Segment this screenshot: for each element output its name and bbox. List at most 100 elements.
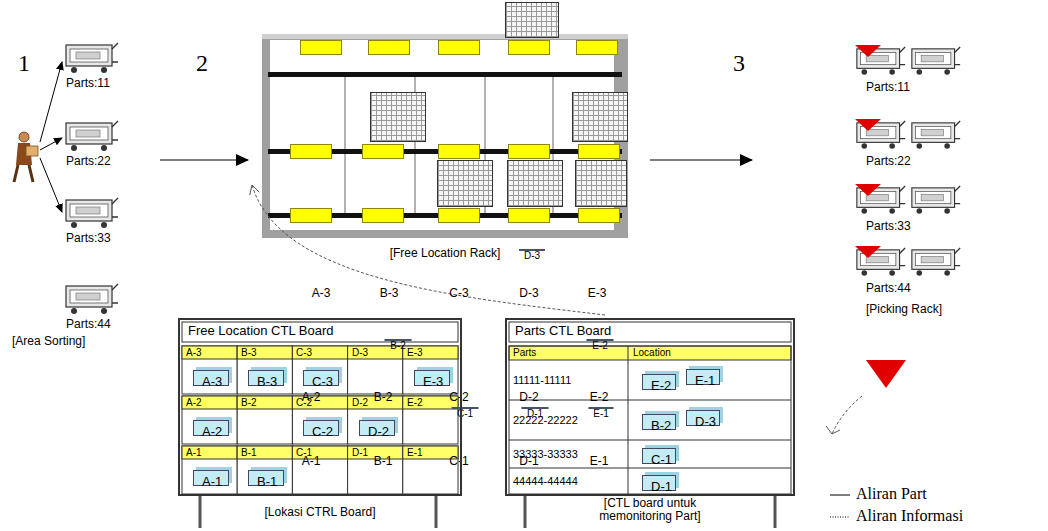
part-label: Parts:11 xyxy=(866,80,910,94)
grid-cell xyxy=(182,446,237,494)
cage-pallet: C-1 xyxy=(437,160,493,207)
location-tag: C-2 xyxy=(438,144,480,159)
node-label: B-3 xyxy=(369,287,409,300)
table-cell: E-2 xyxy=(407,397,423,409)
callout-number: 3 xyxy=(733,50,745,76)
kanban-card: D-3 xyxy=(686,410,720,426)
board-title: Parts CTL Board xyxy=(515,323,611,339)
node-label: D-1 xyxy=(651,479,672,495)
node-label: C-2 xyxy=(312,424,333,440)
board-title: Free Location CTL Board xyxy=(188,323,333,339)
node-label: A-3 xyxy=(202,374,222,390)
kanban-card: E-2 xyxy=(642,374,676,390)
worker-figure xyxy=(14,132,38,182)
part-label: Parts:33 xyxy=(66,231,111,245)
legend-text: Aliran Part xyxy=(856,485,927,503)
grid-cell-header xyxy=(182,446,237,459)
part-label: Parts:11 xyxy=(66,76,110,90)
grid-cell-header xyxy=(237,346,292,359)
board-caption: [Lokasi CTRL Board] xyxy=(180,506,460,519)
cage-pallet: D-1 xyxy=(507,160,563,207)
table-cell: C-1 xyxy=(296,447,312,459)
kanban-card: A-1 xyxy=(193,470,229,486)
grid-cell xyxy=(348,346,403,394)
location-tag: E-2 xyxy=(578,144,620,159)
location-tag: B-2 xyxy=(362,144,404,159)
node-label: E-3 xyxy=(577,287,617,300)
kanban-card: E-1 xyxy=(686,369,720,385)
rack-frame xyxy=(262,34,628,238)
node-label: C-1 xyxy=(439,455,479,468)
table-cell: A-3 xyxy=(186,347,202,359)
table-cell: A-1 xyxy=(186,447,202,459)
kanban-card: A-3 xyxy=(193,370,229,386)
node-label: B-2 xyxy=(363,391,403,404)
info-flow-line xyxy=(832,396,862,434)
kanban-card: C-1 xyxy=(642,448,676,464)
node-label: D-2 xyxy=(509,391,549,404)
node-label: C-1 xyxy=(651,452,672,468)
node-label: E-2 xyxy=(587,339,614,341)
table-cell: D-1 xyxy=(352,447,368,459)
kanban-card: B-3 xyxy=(248,370,284,386)
grid-cell-header xyxy=(348,346,403,359)
node-label: C-1 xyxy=(452,407,479,409)
node-label: D-1 xyxy=(522,407,549,409)
grid-cell xyxy=(403,346,458,394)
kanban-card: C-2 xyxy=(303,420,339,436)
node-label: B-3 xyxy=(257,374,277,390)
part-label: Parts:22 xyxy=(66,154,111,168)
table-cell: 11111-11111 xyxy=(513,374,571,387)
node-label: B-1 xyxy=(257,474,277,490)
location-tag: C-1 xyxy=(438,208,480,223)
location-tag: B-3 xyxy=(368,40,410,55)
location-tag: D-3 xyxy=(508,40,550,55)
table-cell: B-1 xyxy=(241,447,257,459)
part-flow-arrow xyxy=(160,159,248,160)
node-label: E-1 xyxy=(695,373,715,389)
node-label: D-3 xyxy=(509,287,549,300)
board-frame xyxy=(178,318,795,528)
table-cell: C-3 xyxy=(296,347,312,359)
part-label: Parts:33 xyxy=(866,219,911,233)
node-label: E-3 xyxy=(423,374,443,390)
part-label: [Area Sorting] xyxy=(12,334,85,348)
node-label: E-2 xyxy=(651,378,671,394)
node-label: D-3 xyxy=(695,414,716,430)
node-label: D-2 xyxy=(368,424,389,440)
node-label: C-2 xyxy=(439,391,479,404)
grid-cell-header xyxy=(403,346,458,359)
table-cell: Location xyxy=(633,347,671,359)
callout-number: 1 xyxy=(18,50,30,76)
node-label: B-2 xyxy=(385,339,412,341)
part-flow-arrow xyxy=(650,159,752,160)
info-flow-head xyxy=(826,426,840,434)
grid-cell xyxy=(182,396,237,444)
grid-cell xyxy=(292,346,347,394)
cage-pallet: E-1 xyxy=(575,160,627,207)
connector-head xyxy=(250,185,260,195)
part-label: Parts:44 xyxy=(866,281,911,295)
node-label: E-1 xyxy=(589,407,614,409)
board-caption: [CTL board untuk memonitoring Part] xyxy=(585,497,715,523)
grid-cell xyxy=(182,346,237,394)
grid-cell-header xyxy=(237,446,292,459)
node-label: B-1 xyxy=(363,455,403,468)
kanban-card: D-1 xyxy=(642,475,676,491)
kanban-card: A-2 xyxy=(193,420,229,436)
table-cell: 33333-33333 xyxy=(513,448,578,461)
callout-number: 2 xyxy=(196,50,208,76)
part-label: Parts:22 xyxy=(866,154,911,168)
node-label: C-3 xyxy=(312,374,333,390)
location-tag: D-2 xyxy=(508,144,550,159)
table-cell: Parts xyxy=(513,347,536,359)
table-cell: E-1 xyxy=(407,447,423,459)
grid-cell xyxy=(348,446,403,494)
location-tag: D-1 xyxy=(508,208,550,223)
table-cell: B-3 xyxy=(241,347,257,359)
grid-cell-header xyxy=(182,396,237,409)
kanban-card: D-2 xyxy=(359,420,395,436)
grid-cell-header xyxy=(182,346,237,359)
table-cell: B-2 xyxy=(241,397,257,409)
location-tag: A-3 xyxy=(300,40,342,55)
